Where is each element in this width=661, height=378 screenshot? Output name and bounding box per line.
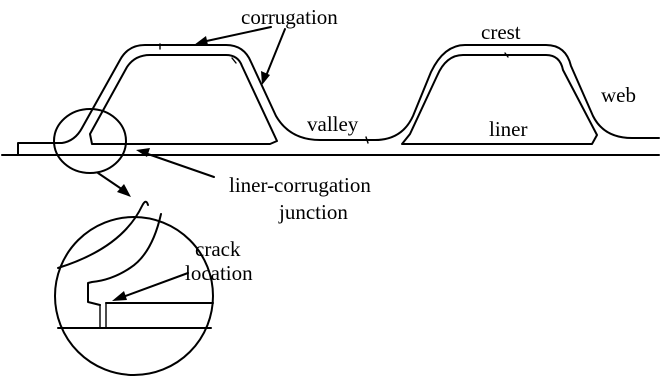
- junction-highlight-ellipse: [53, 108, 127, 174]
- corrugation-arrowhead-1: [194, 36, 208, 45]
- corrugation-arrowhead-2: [261, 71, 270, 85]
- corrugation-inner-profile-2: [401, 54, 598, 145]
- corrugation-inner-profile-1: [89, 54, 278, 145]
- label-corrugation: corrugation: [241, 5, 338, 29]
- label-crack-line1: crack: [195, 237, 241, 261]
- valley-break-mark: [365, 136, 369, 144]
- label-crack-line2: location: [185, 261, 253, 285]
- crack-arrow-shaft: [119, 272, 189, 299]
- crack-arrowhead: [112, 291, 127, 301]
- junction-arrow-shaft: [144, 152, 215, 178]
- junction-arrowhead: [136, 148, 150, 157]
- label-crest: crest: [481, 20, 521, 44]
- label-valley: valley: [307, 112, 359, 136]
- corrugation-arrow-shaft-2: [265, 28, 286, 77]
- detail-corrugation-wall-inner: [87, 213, 162, 306]
- label-junction-line1: liner-corrugation: [229, 173, 371, 197]
- magnified-detail-circle: [54, 216, 214, 376]
- label-liner: liner: [489, 117, 527, 141]
- crest-break-mark-3: [504, 52, 509, 58]
- corrugation-outer-profile: [17, 44, 660, 156]
- magnify-arrowhead: [117, 184, 131, 197]
- label-web: web: [601, 83, 636, 107]
- corrugation-arrow-shaft-1: [201, 26, 272, 43]
- label-junction-line2: junction: [278, 200, 348, 224]
- crest-break-mark-2: [231, 57, 237, 64]
- detail-corrugation-wall-outer: [57, 200, 149, 269]
